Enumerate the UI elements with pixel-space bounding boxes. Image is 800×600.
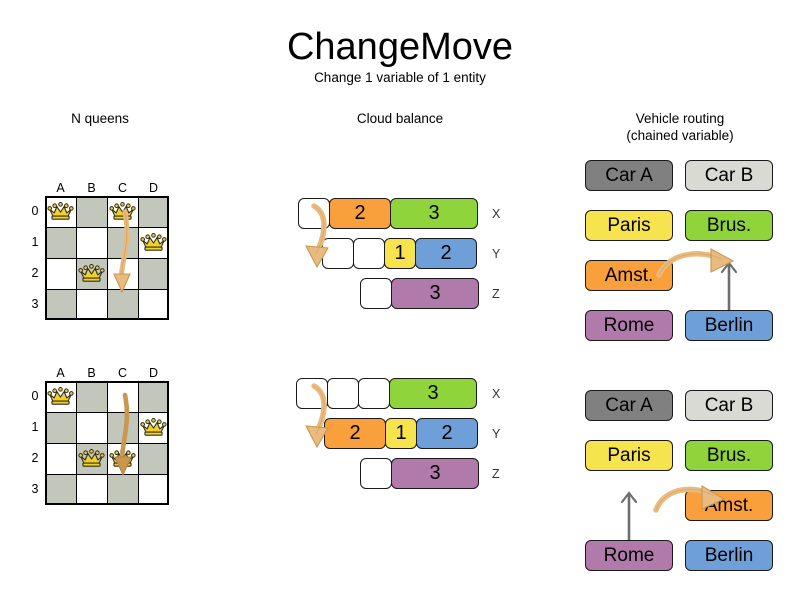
board-cell[interactable] [76, 412, 107, 443]
board-column-label: C [117, 366, 128, 380]
cloud-process-segment[interactable]: 2 [324, 418, 386, 449]
board-column-label: B [87, 181, 96, 195]
board-cell[interactable] [45, 227, 76, 258]
board-cell[interactable] [45, 474, 76, 505]
cloudbalance-move-arrow-before [305, 203, 329, 269]
board-column-label: C [117, 181, 128, 195]
board-cell[interactable] [107, 289, 138, 320]
queen-piece[interactable] [78, 263, 105, 285]
route-node[interactable]: Berlin [685, 310, 773, 341]
board-cell[interactable] [107, 474, 138, 505]
queen-piece[interactable] [140, 232, 167, 254]
vehiclerouting-move-arrow-after [653, 485, 726, 513]
cloud-process-segment[interactable]: 1 [384, 238, 416, 269]
route-node[interactable]: Car A [585, 390, 673, 421]
route-node[interactable]: Amst. [685, 490, 773, 521]
board-cell[interactable] [76, 227, 107, 258]
column-heading-vehiclerouting-line2: (chained variable) [626, 128, 734, 143]
cloud-computer-bar[interactable]: 3 [360, 278, 479, 309]
board-cell[interactable] [45, 258, 76, 289]
cloud-process-segment[interactable] [360, 458, 392, 489]
board-row-label: 1 [31, 235, 39, 249]
cloudbalance-move-arrow-after [305, 383, 329, 449]
board-column-label: A [56, 181, 65, 195]
cloud-process-segment[interactable] [327, 378, 359, 409]
board-row-label: 3 [31, 482, 39, 496]
cloud-process-segment[interactable]: 3 [391, 458, 479, 489]
cloud-process-segment[interactable]: 2 [329, 198, 391, 229]
board-cell[interactable] [138, 196, 169, 227]
cloud-process-segment[interactable]: 1 [385, 418, 417, 449]
board-column-label: B [87, 366, 96, 380]
board-column-label: A [56, 366, 65, 380]
cloud-computer-label: Y [492, 247, 501, 261]
queen-piece[interactable] [140, 417, 167, 439]
column-heading-nqueens: N queens [71, 111, 129, 126]
column-heading-cloudbalance: Cloud balance [356, 111, 444, 126]
route-node[interactable]: Paris [585, 440, 673, 471]
route-node[interactable]: Paris [585, 210, 673, 241]
route-node[interactable]: Brus. [685, 210, 773, 241]
cloud-computer-label: X [492, 387, 501, 401]
page-subtitle: Change 1 variable of 1 entity [314, 70, 486, 85]
cloud-process-segment[interactable] [360, 278, 392, 309]
board-row-label: 1 [31, 420, 39, 434]
cloud-computer-label: Z [492, 467, 500, 481]
route-node[interactable]: Rome [585, 310, 673, 341]
cloud-process-segment[interactable]: 3 [389, 378, 477, 409]
board-cell[interactable] [45, 412, 76, 443]
board-cell[interactable] [76, 381, 107, 412]
cloud-computer-label: Y [492, 427, 501, 441]
board-cell[interactable] [76, 196, 107, 227]
queen-piece[interactable] [109, 201, 136, 223]
board-row-label: 2 [31, 451, 39, 465]
board-row-label: 2 [31, 266, 39, 280]
board-cell[interactable] [76, 474, 107, 505]
cloud-process-segment[interactable] [358, 378, 390, 409]
route-node[interactable]: Car B [685, 390, 773, 421]
nqueens-move-arrow-after [114, 392, 132, 477]
cloud-computer-label: X [492, 207, 501, 221]
nqueens-move-arrow-before [113, 209, 131, 294]
board-cell[interactable] [138, 258, 169, 289]
board-column-label: D [148, 181, 159, 195]
cloud-process-segment[interactable]: 2 [415, 238, 477, 269]
cloud-computer-bar[interactable]: 3 [360, 458, 479, 489]
page-title: ChangeMove [286, 26, 514, 68]
cloud-process-segment[interactable]: 2 [416, 418, 478, 449]
board-cell[interactable] [45, 443, 76, 474]
board-cell[interactable] [138, 381, 169, 412]
cloud-process-segment[interactable] [322, 238, 354, 269]
cloud-process-segment[interactable] [353, 238, 385, 269]
board-row-label: 0 [31, 389, 39, 403]
route-node[interactable]: Rome [585, 540, 673, 571]
route-node[interactable]: Berlin [685, 540, 773, 571]
board-cell[interactable] [107, 381, 138, 412]
route-node[interactable]: Car B [685, 160, 773, 191]
board-cell[interactable] [138, 443, 169, 474]
column-heading-vehiclerouting: Vehicle routing (chained variable) [585, 110, 775, 144]
queen-piece[interactable] [47, 386, 74, 408]
board-row-label: 3 [31, 297, 39, 311]
cloud-computer-label: Z [492, 287, 500, 301]
board-cell[interactable] [138, 289, 169, 320]
cloud-process-segment[interactable]: 3 [391, 278, 479, 309]
route-node[interactable]: Brus. [685, 440, 773, 471]
column-heading-vehiclerouting-line1: Vehicle routing [635, 111, 725, 126]
vehiclerouting-move-arrow-before [656, 248, 735, 278]
board-cell[interactable] [138, 474, 169, 505]
cloud-process-segment[interactable]: 3 [390, 198, 478, 229]
board-cell[interactable] [76, 289, 107, 320]
route-node[interactable]: Car A [585, 160, 673, 191]
queen-piece[interactable] [78, 448, 105, 470]
cloud-computer-bar[interactable]: 3 [296, 378, 477, 409]
board-row-label: 0 [31, 204, 39, 218]
board-cell[interactable] [45, 289, 76, 320]
queen-piece[interactable] [47, 201, 74, 223]
board-column-label: D [148, 366, 159, 380]
